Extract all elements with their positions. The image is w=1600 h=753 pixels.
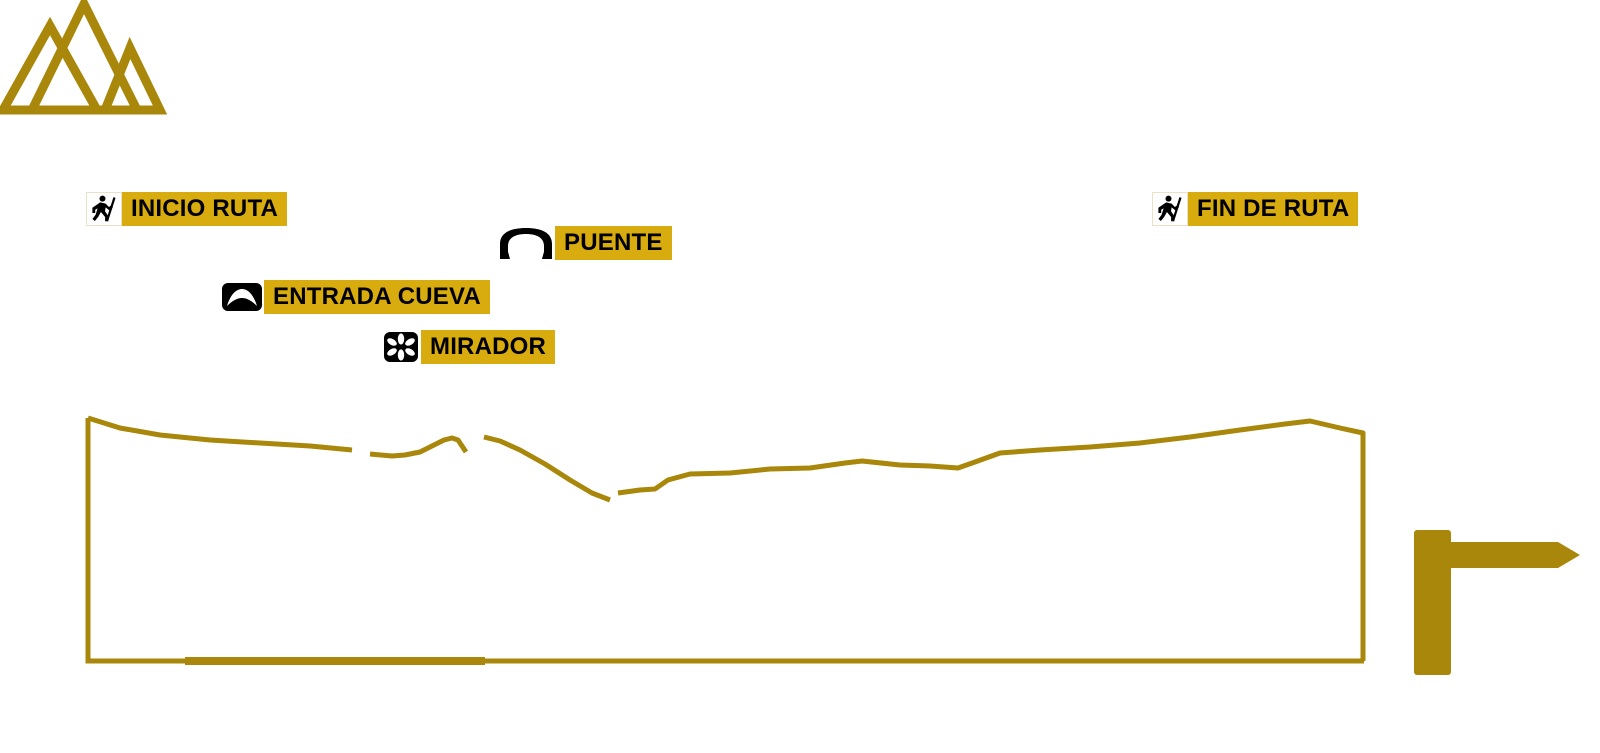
viewpoint-icon [381,330,421,364]
chart-axis [85,418,1364,664]
trail-signpost[interactable] [1410,510,1590,675]
poi-label-entrada-cueva[interactable]: ENTRADA CUEVA [220,280,490,314]
poi-label-text: ENTRADA CUEVA [264,280,490,314]
brand-logo [0,0,180,115]
poi-label-text: INICIO RUTA [122,192,288,226]
elevation-line-segment [483,434,611,503]
mountains-icon [0,0,168,115]
poi-label-mirador[interactable]: MIRADOR [381,330,556,364]
elevation-profile-chart [0,395,1420,685]
poi-label-inicio-ruta[interactable]: INICIO RUTA [86,192,288,226]
signpost-arrow-right-icon [1414,530,1580,675]
bridge-icon [497,226,555,260]
elevation-line-segment [369,435,469,459]
cave-icon [220,280,264,314]
elevation-profile-svg [85,415,1366,665]
elevation-line [87,415,1366,661]
poi-label-puente[interactable]: PUENTE [497,226,672,260]
elevation-line-segment [617,418,1366,661]
poi-label-text: MIRADOR [421,330,556,364]
poi-label-fin-ruta[interactable]: FIN DE RUTA [1152,192,1359,226]
elevation-line-segment [87,415,353,453]
poi-label-text: FIN DE RUTA [1188,192,1359,226]
hiker-icon [86,192,122,226]
poi-label-text: PUENTE [555,226,672,260]
hiker-icon [1152,192,1188,226]
